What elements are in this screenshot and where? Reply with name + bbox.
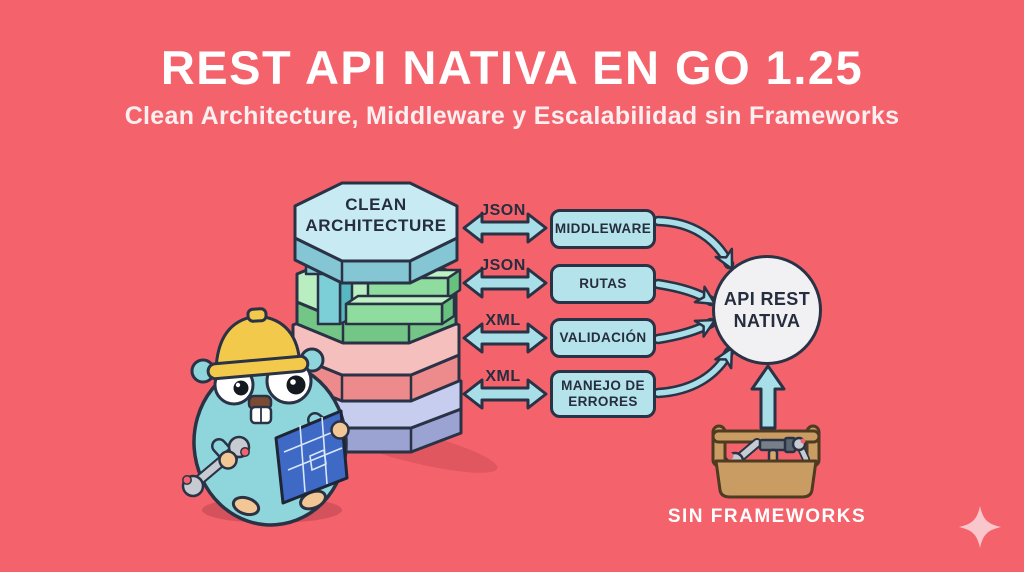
protocol-label-json-2: JSON <box>480 257 526 274</box>
curved-arrow-middleware-api <box>652 215 735 271</box>
node-validacion-label: VALIDACIÓN <box>559 329 647 345</box>
node-validacion: VALIDACIÓN <box>550 318 656 358</box>
double-arrow-xml-validacion <box>462 322 548 354</box>
sparkle-icon <box>959 506 1001 548</box>
curved-arrow-rutas-api <box>652 278 717 307</box>
page-subtitle: Clean Architecture, Middleware y Escalab… <box>124 102 900 130</box>
spanner-icon <box>791 436 810 463</box>
toolbox-icon <box>711 424 821 499</box>
gopher-foot <box>231 495 261 517</box>
curved-arrow-errores-api <box>652 346 735 399</box>
up-arrow-toolbox-api <box>750 364 786 430</box>
node-rutas-label: RUTAS <box>579 275 627 291</box>
node-manejo-de-errores-label: MANEJO DE ERRORES <box>561 377 645 409</box>
curved-arrow-validacion-api <box>652 317 717 345</box>
go-gopher-builder-icon <box>181 307 350 527</box>
blueprint-icon <box>274 409 349 505</box>
protocol-label-xml-1: XML <box>485 312 521 329</box>
node-manejo-de-errores: MANEJO DE ERRORES <box>550 370 656 418</box>
double-arrow-xml-errores <box>462 378 548 410</box>
hard-hat-icon <box>206 307 310 381</box>
node-middleware: MIDDLEWARE <box>550 209 656 249</box>
stack-top-label: CLEAN ARCHITECTURE <box>305 195 447 236</box>
gopher-hand <box>330 420 350 440</box>
stack-layer-clean-architecture <box>293 181 459 285</box>
node-api-rest-nativa: API REST NATIVA <box>712 255 822 365</box>
page-title: REST API NATIVA EN GO 1.25 <box>160 41 864 94</box>
toolbox-caption: SIN FRAMEWORKS <box>667 506 867 527</box>
api-node-label: API REST NATIVA <box>723 288 811 332</box>
double-arrow-json-rutas <box>462 267 548 299</box>
node-rutas: RUTAS <box>550 264 656 304</box>
protocol-label-xml-2: XML <box>485 368 521 385</box>
gopher-hand <box>218 450 238 470</box>
protocol-label-json-1: JSON <box>480 202 526 219</box>
node-middleware-label: MIDDLEWARE <box>554 220 652 236</box>
double-arrow-json-middleware <box>462 212 548 244</box>
